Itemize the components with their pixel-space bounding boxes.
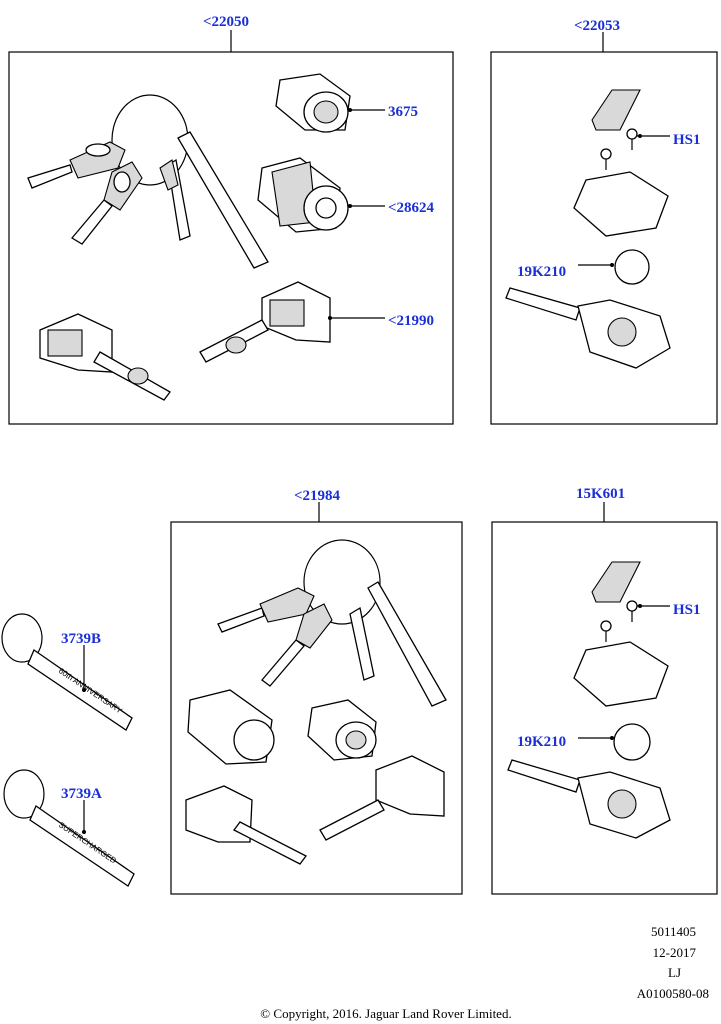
ignition-barrel-28624 — [257, 157, 385, 233]
callout-kit-bottom-right[interactable]: 15K601 — [576, 486, 625, 502]
footer-code: 5011405 — [651, 924, 696, 939]
callout-lock-barrel[interactable]: 3675 — [388, 104, 418, 120]
keyring-3739b — [1, 613, 133, 731]
key-set-illustration — [27, 94, 269, 269]
key-fob-bottom — [507, 561, 671, 839]
kit-box-top-right — [490, 32, 718, 425]
footer-date: 12-2017 — [653, 945, 697, 960]
callout-battery-top[interactable]: 19K210 — [517, 264, 566, 280]
kit-box-top-left — [8, 30, 454, 425]
key-fob-top — [505, 89, 671, 369]
footer-ref: A0100580-08 — [637, 986, 709, 1001]
key-set-bottom — [185, 539, 447, 865]
callout-kit-top-left[interactable]: <22050 — [203, 14, 249, 30]
callout-screw-top[interactable]: HS1 — [673, 132, 701, 148]
callout-kit-top-right[interactable]: <22053 — [574, 18, 620, 34]
lock-barrel-3675 — [275, 73, 385, 133]
footer-copyright: © Copyright, 2016. Jaguar Land Rover Lim… — [260, 1006, 511, 1021]
keyring-3739a — [3, 769, 135, 887]
callout-keyring-b[interactable]: 3739B — [61, 631, 101, 647]
door-actuator-left — [39, 313, 171, 401]
kit-box-bottom-center — [170, 502, 463, 895]
door-actuator-21990 — [199, 281, 385, 363]
callout-keyring-a[interactable]: 3739A — [61, 786, 102, 802]
callout-door-actuator[interactable]: <21990 — [388, 313, 434, 329]
kit-box-bottom-right — [491, 502, 718, 895]
callout-screw-bottom[interactable]: HS1 — [673, 602, 701, 618]
callout-battery-bottom[interactable]: 19K210 — [517, 734, 566, 750]
callout-ignition-barrel[interactable]: <28624 — [388, 200, 435, 216]
footer-initials: LJ — [668, 965, 681, 980]
callout-kit-bottom-center[interactable]: <21984 — [294, 488, 341, 504]
